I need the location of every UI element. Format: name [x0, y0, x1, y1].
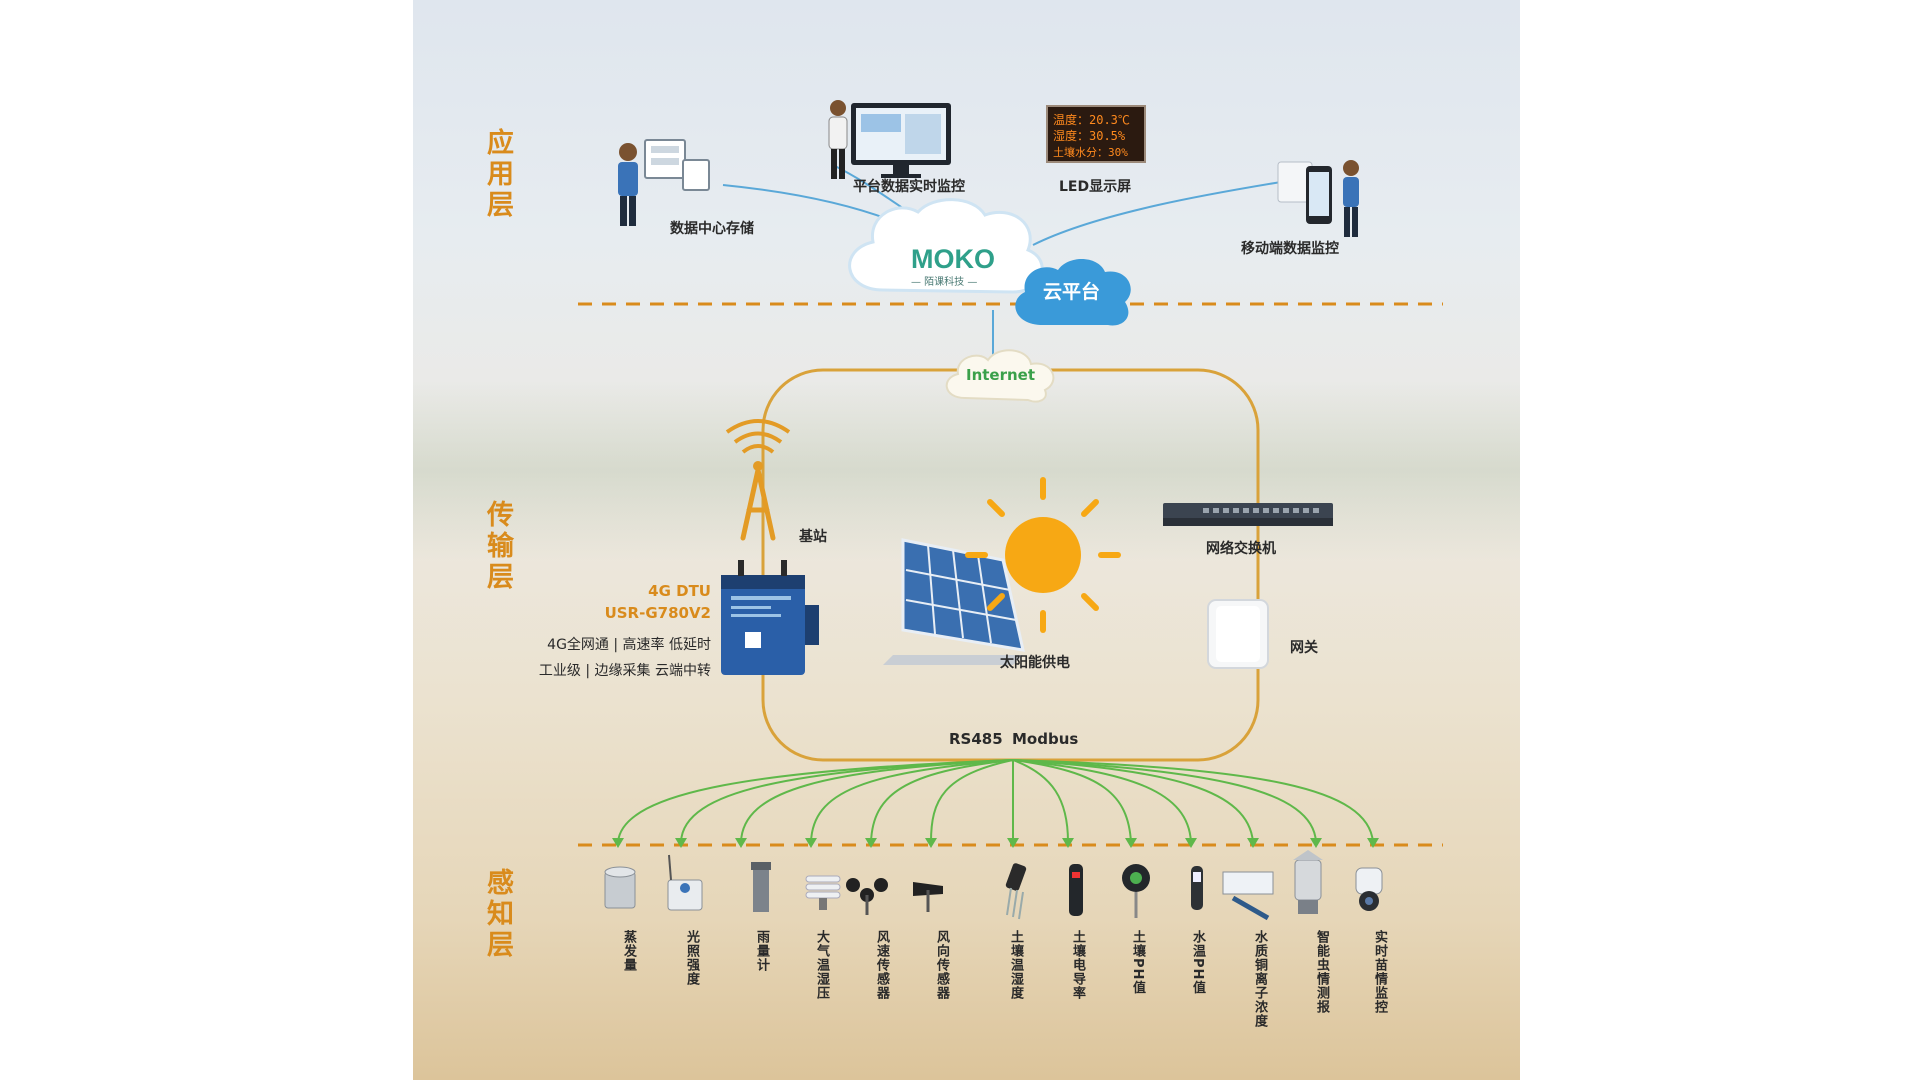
sensor-label: 土壤温湿度	[1008, 930, 1023, 1000]
water-copper-sensor-icon	[1222, 871, 1274, 921]
label-led: LED显示屏	[1059, 179, 1132, 195]
moko-brand-sub: — 陌课科技 —	[911, 275, 977, 288]
label-platform: 平台数据实时监控	[853, 179, 965, 195]
sensor-label: 土壤PH值	[1130, 930, 1145, 995]
internet-label: Internet	[966, 366, 1035, 384]
rs485-label: RS485	[949, 730, 1003, 748]
dtu-desc-2: 工业级 | 边缘采集 云端中转	[538, 663, 711, 679]
water-ph-sensor-icon	[1191, 866, 1203, 910]
soil-ph-sensor-icon	[1122, 864, 1150, 918]
label-datacenter: 数据中心存储	[670, 221, 754, 237]
weather-shelter-icon	[805, 875, 841, 910]
layer-label-application: 应用层	[482, 128, 513, 221]
wind-speed-sensor-icon	[846, 878, 888, 915]
label-switch: 网络交换机	[1206, 541, 1276, 557]
pest-monitor-icon	[1293, 850, 1323, 914]
sensor-fan-lines	[617, 759, 1374, 843]
cloud-platform-label: 云平台	[1043, 280, 1100, 303]
monitor-icon	[828, 100, 951, 179]
layer-label-perception: 感知层	[482, 868, 513, 961]
led-line-1: 温度：20.3℃	[1053, 112, 1130, 127]
crop-camera-icon	[1355, 867, 1383, 911]
sensor-label: 蒸发量	[621, 930, 636, 972]
link-mobile	[1032, 179, 1294, 246]
moko-brand: MOKO	[911, 244, 995, 274]
layer-label-transport: 传输层	[482, 500, 513, 593]
sensor-label: 水温PH值	[1190, 930, 1205, 995]
sensor-label: 实时苗情监控	[1372, 930, 1387, 1014]
rain-gauge-icon	[751, 862, 771, 912]
sensor-label: 智能虫情测报	[1314, 930, 1329, 1014]
label-base-station: 基站	[799, 529, 827, 545]
diagram-graphics: 温度：20.3℃ 湿度：30.5% 土壤水分：30% MOKO — 陌课科技 —…	[578, 100, 1443, 921]
diagram-canvas: 温度：20.3℃ 湿度：30.5% 土壤水分：30% MOKO — 陌课科技 —…	[413, 0, 1520, 1080]
mobile-icon	[1277, 160, 1359, 237]
sensor-label: 大气温湿压	[814, 930, 829, 1000]
cloud-platform-icon	[1015, 258, 1131, 326]
soil-conductivity-sensor-icon	[1069, 864, 1083, 916]
background-haze	[413, 380, 1520, 560]
label-mobile: 移动端数据监控	[1241, 241, 1339, 257]
base-station-icon	[725, 419, 791, 541]
sensor-label: 水质铜离子浓度	[1252, 930, 1267, 1028]
sensor-label: 风向传感器	[934, 930, 949, 1000]
dtu-device-icon	[721, 560, 819, 675]
light-sensor-icon	[667, 854, 703, 911]
solar-panel-icon	[883, 538, 1025, 665]
sensor-label: 雨量计	[754, 930, 769, 972]
sensor-label: 风速传感器	[874, 930, 889, 1000]
gateway-icon	[1207, 599, 1269, 669]
evaporation-sensor-icon	[604, 866, 636, 909]
dtu-desc-1: 4G全网通 | 高速率 低延时	[547, 637, 711, 653]
led-line-2: 湿度：30.5%	[1053, 128, 1126, 143]
label-gateway: 网关	[1290, 640, 1318, 656]
internet-cloud-icon	[945, 349, 1055, 403]
sensor-label: 土壤电导率	[1070, 930, 1085, 1000]
moko-cloud-icon	[848, 198, 1044, 294]
sensor-fan-arrows	[612, 838, 1379, 848]
wind-direction-sensor-icon	[913, 882, 943, 912]
dtu-title-1: 4G DTU	[648, 582, 711, 600]
soil-temp-humidity-sensor-icon	[1005, 863, 1027, 920]
label-solar: 太阳能供电	[1000, 655, 1070, 671]
sun-icon	[965, 477, 1121, 633]
dtu-title-2: USR-G780V2	[604, 604, 711, 622]
led-screen-icon	[1046, 105, 1146, 163]
modbus-label: Modbus	[1012, 730, 1078, 748]
sensor-label: 光照强度	[684, 930, 699, 986]
network-switch-icon	[1163, 503, 1333, 526]
led-line-3: 土壤水分：30%	[1053, 145, 1128, 159]
datacenter-icon	[618, 139, 710, 226]
